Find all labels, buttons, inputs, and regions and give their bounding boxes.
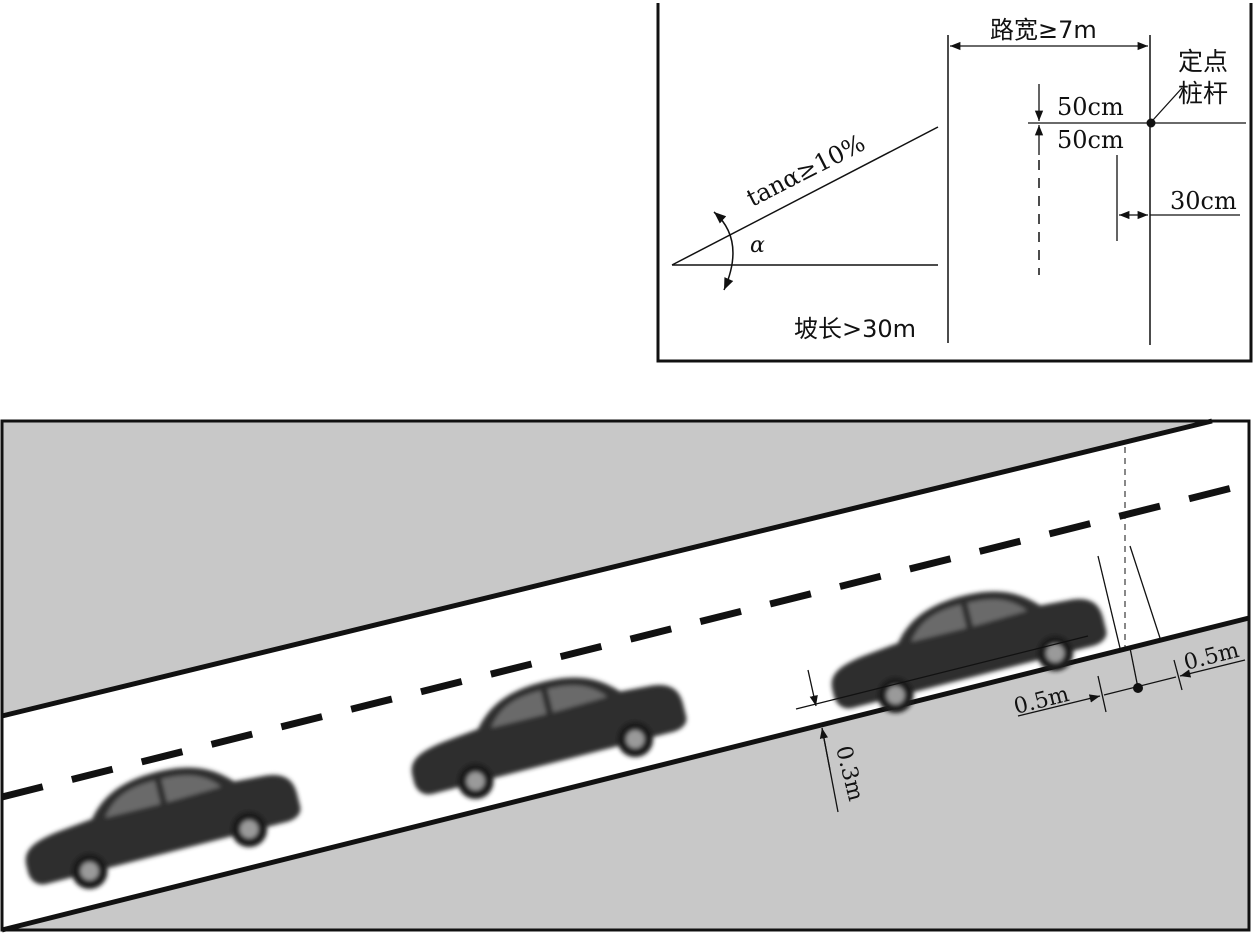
edge-extension-right <box>1173 659 1183 691</box>
car-side-reference <box>795 635 1089 710</box>
stop-guide-left <box>1097 555 1121 649</box>
slope-length-label: 坡长>30m <box>794 315 916 343</box>
road-width-label: 路宽≥7m <box>990 16 1097 44</box>
fixed-point-marker <box>1146 118 1156 128</box>
bottom-frame <box>0 419 1251 932</box>
clearance-leader <box>821 727 839 813</box>
side-offset-label: 30cm <box>1170 187 1237 215</box>
angle-arc <box>713 211 734 291</box>
stop-point-stem <box>1129 647 1139 689</box>
slope-line <box>671 126 939 266</box>
road-upper-edge <box>1 418 1213 719</box>
dim-after-arrow <box>1179 659 1246 678</box>
edge-extension-left <box>1097 675 1107 713</box>
fixed-point-label-line2: 桩杆 <box>1178 79 1228 108</box>
upper-offset-label: 50cm <box>1057 93 1124 121</box>
stop-guide-right <box>1129 545 1161 639</box>
angle-label: α <box>750 233 765 258</box>
road-surface <box>2 421 1249 930</box>
road-lower-edge <box>1 615 1250 933</box>
fixed-point-label-line1: 定点 <box>1178 47 1228 76</box>
bottom-diagram: 0.3m 0.5m 0.5m <box>0 418 1251 933</box>
top-frame <box>656 3 1253 363</box>
slope-label: tanα≥10% <box>742 129 870 213</box>
lower-offset-label: 50cm <box>1057 126 1124 154</box>
fixed-point-leader <box>1152 87 1183 121</box>
clearance-arrow-top <box>807 669 818 707</box>
top-diagram: α tanα≥10% 坡长>30m 路宽≥7m 定点 桩杆 50cm 50cm … <box>656 3 1253 363</box>
dim-before-arrow <box>1017 694 1101 717</box>
